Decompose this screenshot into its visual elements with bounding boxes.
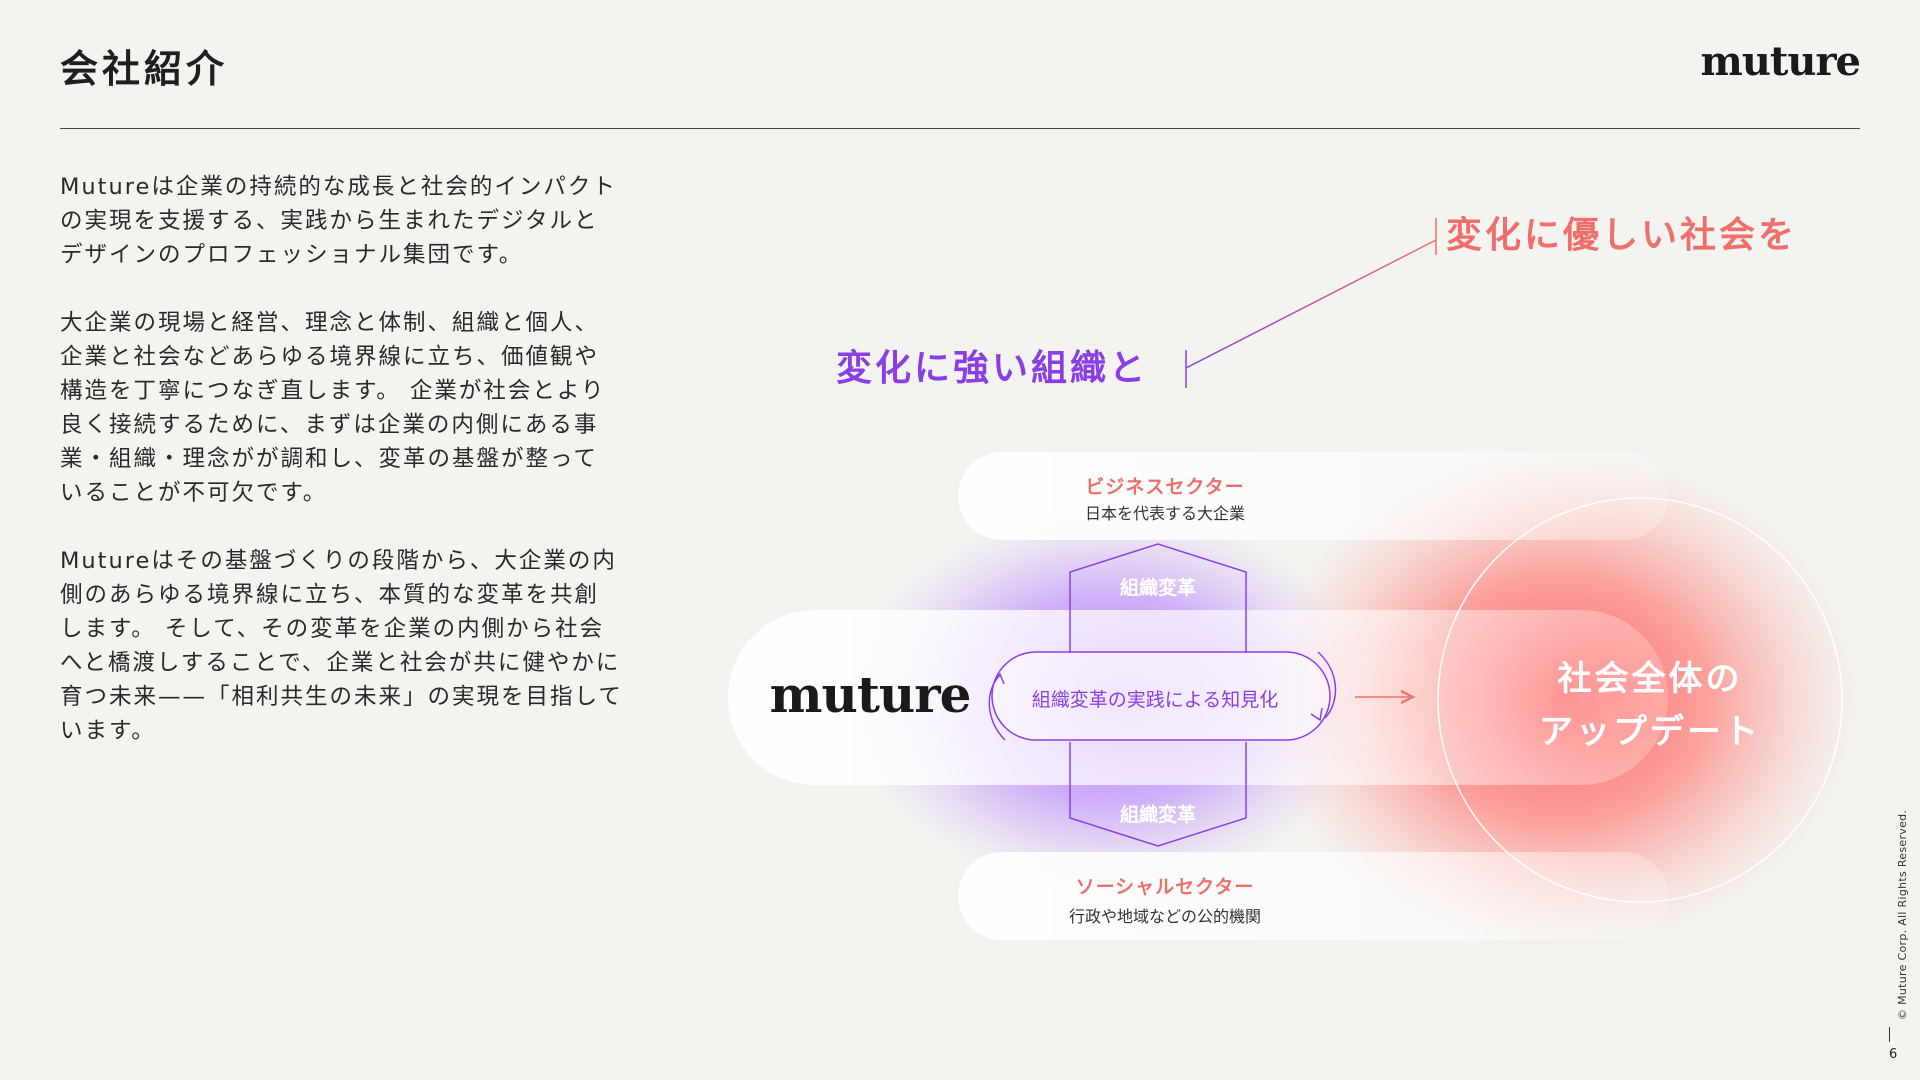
business-sector-title: ビジネスセクター bbox=[1085, 476, 1244, 498]
headline-connector bbox=[1185, 239, 1437, 369]
cycle-arrow-right-icon bbox=[1317, 651, 1337, 719]
transform-label-top: 組織変革 bbox=[1120, 576, 1196, 599]
copyright-text: © Muture Corp. All Rights Reserved. bbox=[1896, 809, 1909, 1020]
business-sector-subtitle: 日本を代表する大企業 bbox=[1085, 504, 1245, 523]
intro-text: Mutureは企業の持続的な成長と社会的インパクト の実現を支援する、実践から生… bbox=[60, 170, 650, 782]
society-update-line2: アップデート bbox=[1539, 712, 1761, 752]
intro-paragraph: 大企業の現場と経営、理念と体制、組織と個人、 企業と社会などあらゆる境界線に立ち… bbox=[60, 310, 606, 506]
center-pill bbox=[991, 651, 1331, 741]
center-logo: muture bbox=[770, 665, 971, 724]
page-number: 6 bbox=[1889, 1047, 1898, 1062]
society-circle bbox=[1437, 497, 1843, 903]
header-divider bbox=[60, 128, 1860, 129]
social-sector-subtitle: 行政や地域などの公的機関 bbox=[1069, 907, 1261, 926]
social-sector-title: ソーシャルセクター bbox=[1076, 876, 1255, 898]
social-sector-band bbox=[958, 852, 1668, 940]
transform-hexagon bbox=[1069, 543, 1247, 847]
headline-left: 変化に強い組織と bbox=[836, 347, 1148, 389]
business-sector-band bbox=[958, 452, 1668, 540]
intro-paragraph: Mutureはその基盤づくりの段階から、大企業の内 側のあらゆる境界線に立ち、本… bbox=[60, 548, 623, 744]
intro-paragraph: Mutureは企業の持続的な成長と社会的インパクト の実現を支援する、実践から生… bbox=[60, 174, 617, 268]
muture-logo: muture bbox=[1700, 38, 1861, 85]
society-update-line1: 社会全体の bbox=[1558, 659, 1743, 699]
headline-right: 変化に優しい社会を bbox=[1446, 214, 1797, 256]
center-label: 組織変革の実践による知見化 bbox=[1032, 689, 1278, 711]
footer-divider bbox=[1889, 1027, 1890, 1042]
cycle-arrowhead-left-icon bbox=[993, 672, 1005, 685]
page-title: 会社紹介 bbox=[60, 47, 229, 91]
transform-label-bottom: 組織変革 bbox=[1120, 803, 1196, 826]
cycle-arrowhead-right-icon bbox=[1310, 707, 1323, 722]
center-band bbox=[728, 610, 1668, 785]
